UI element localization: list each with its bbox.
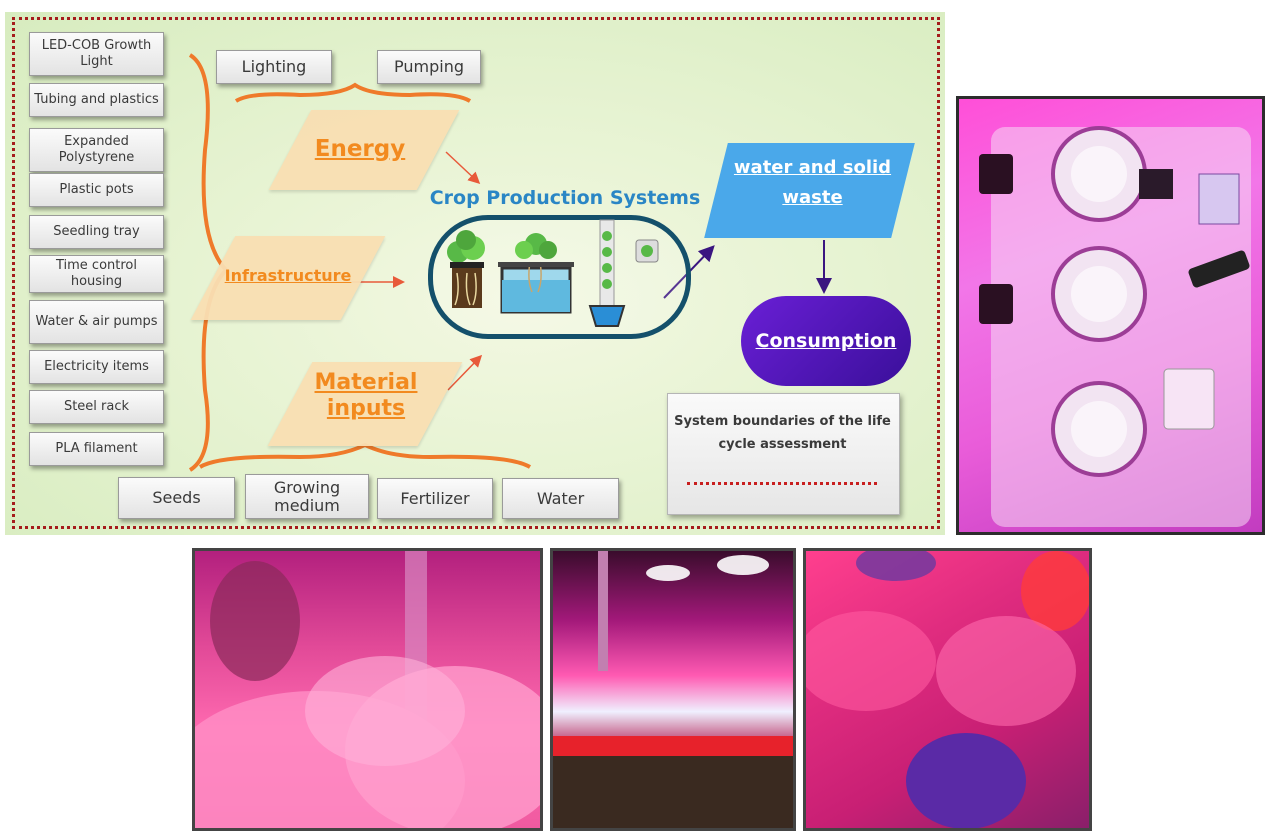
item-seeds: Seeds bbox=[118, 477, 235, 519]
item-seedling-tray: Seedling tray bbox=[29, 215, 164, 249]
lettuce-closeup-image bbox=[806, 551, 1089, 828]
item-tubing: Tubing and plastics bbox=[29, 83, 164, 117]
infrastructure-label: Infrastructure bbox=[224, 266, 352, 285]
legend-boundary-line bbox=[687, 482, 877, 485]
timer-control-photo bbox=[956, 96, 1265, 535]
item-electricity: Electricity items bbox=[29, 350, 164, 384]
item-time-control: Time control housing bbox=[29, 255, 164, 293]
item-pla-filament: PLA filament bbox=[29, 432, 164, 466]
bottom-brace bbox=[198, 442, 532, 469]
item-plastic-pots: Plastic pots bbox=[29, 173, 164, 207]
consumption-node: Consumption bbox=[741, 296, 911, 386]
item-steel-rack: Steel rack bbox=[29, 390, 164, 424]
item-lighting: Lighting bbox=[216, 50, 332, 84]
item-pumping: Pumping bbox=[377, 50, 481, 84]
item-pumps: Water & air pumps bbox=[29, 300, 164, 344]
seedling-tray-photo bbox=[550, 548, 796, 831]
item-led-cob: LED-COB Growth Light bbox=[29, 32, 164, 76]
waste-label: water and solid waste bbox=[733, 157, 892, 208]
material-arrow bbox=[447, 354, 483, 391]
legend-box bbox=[667, 393, 900, 515]
hydroponic-systems-icon bbox=[447, 219, 659, 327]
item-polystyrene: Expanded Polystyrene bbox=[29, 128, 164, 172]
person-lettuce-photo bbox=[192, 548, 543, 831]
material-label: Material inputs bbox=[314, 370, 418, 421]
item-growing-medium: Growing medium bbox=[245, 474, 369, 519]
timer-panel-image bbox=[979, 126, 1251, 527]
system-boundary-frame bbox=[12, 17, 940, 529]
energy-arrow bbox=[445, 151, 481, 185]
crop-systems-title: Crop Production Systems bbox=[429, 187, 701, 209]
energy-label: Energy bbox=[314, 136, 406, 162]
lettuce-closeup-photo bbox=[803, 548, 1092, 831]
item-water: Water bbox=[502, 478, 619, 519]
legend-text: System boundaries of the life cycle asse… bbox=[674, 414, 891, 452]
top-brace bbox=[234, 82, 472, 103]
seedling-tray-image bbox=[553, 551, 793, 828]
person-lettuce-image bbox=[195, 551, 540, 828]
item-fertilizer: Fertilizer bbox=[377, 478, 493, 519]
